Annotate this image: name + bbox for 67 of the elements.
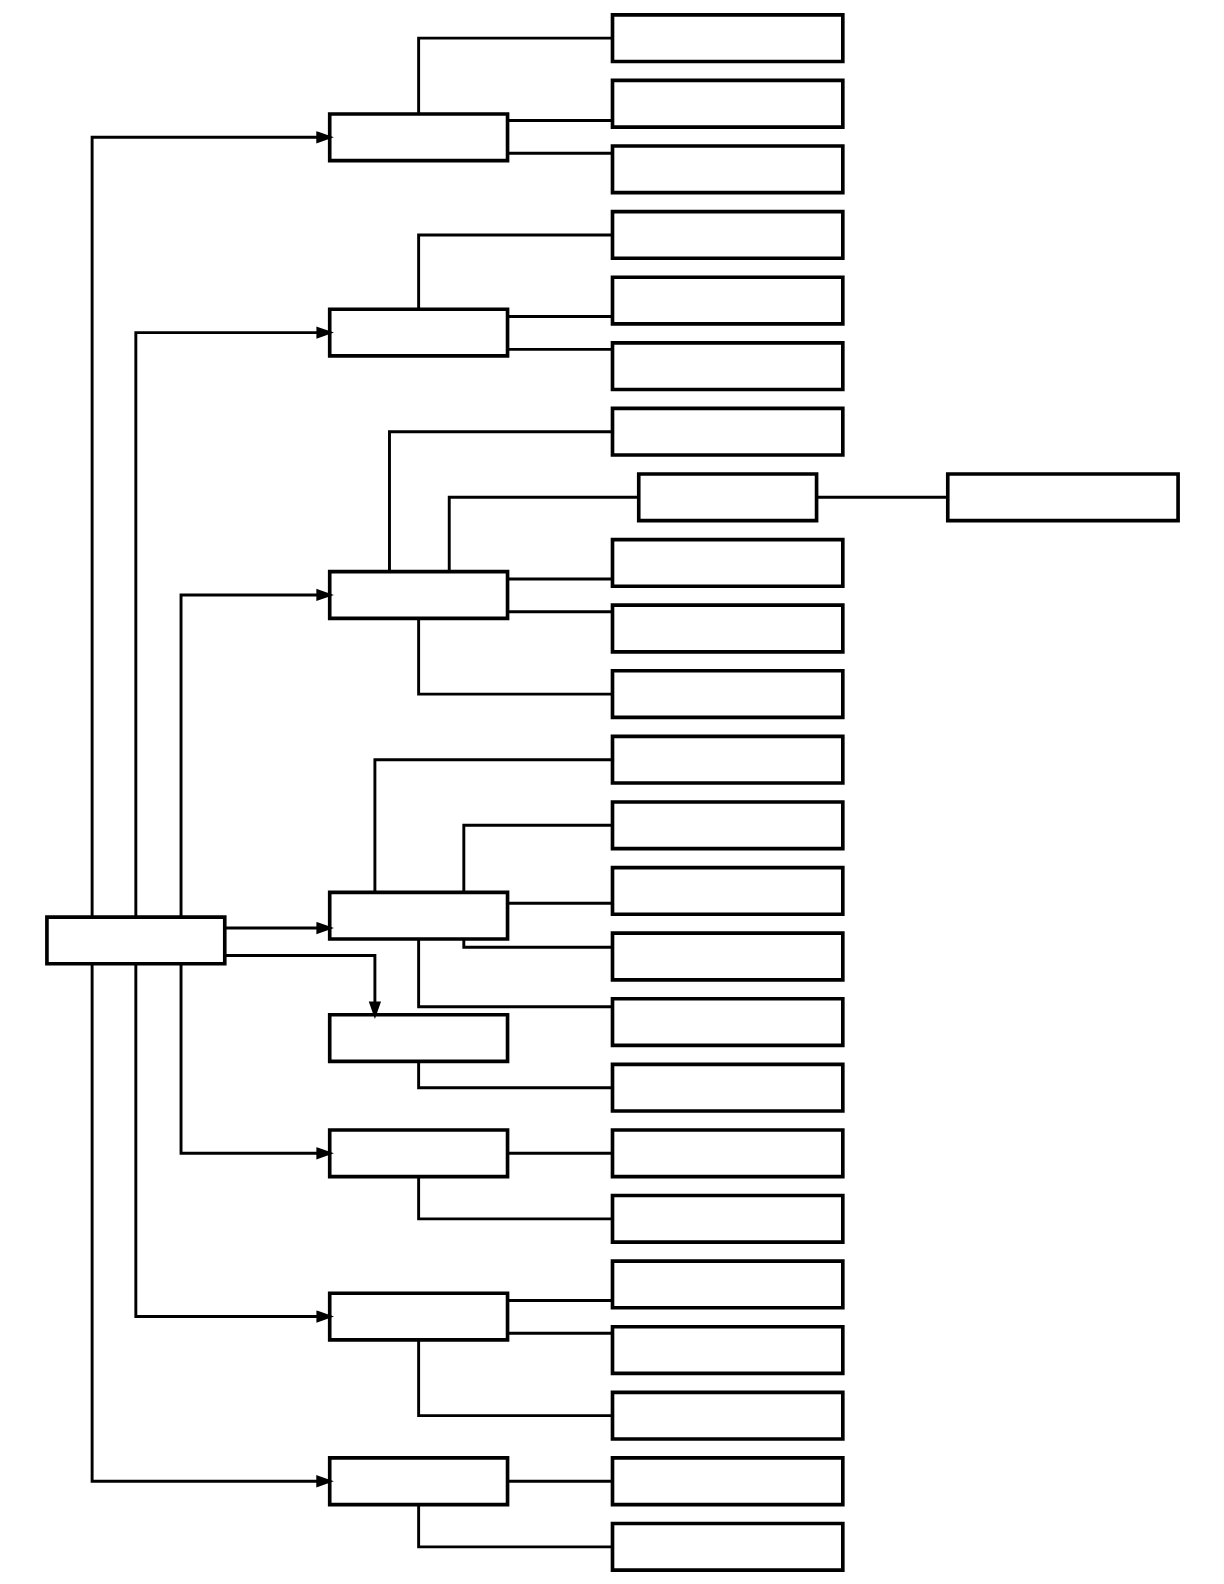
arrow [133, 325, 334, 917]
connector [387, 429, 612, 572]
connector [507, 1298, 612, 1302]
node-box [610, 668, 845, 719]
node-box [610, 996, 845, 1047]
node-box [327, 111, 509, 162]
arrow [179, 588, 334, 917]
node-box [945, 471, 1180, 522]
arrow [90, 130, 334, 917]
node-box [327, 1127, 509, 1178]
arrow [90, 963, 334, 1487]
connector [447, 495, 638, 571]
connector [507, 1151, 612, 1155]
connector [416, 1176, 612, 1220]
node-box [610, 1062, 845, 1113]
connector [416, 618, 612, 696]
connector [416, 1061, 612, 1089]
node-box [610, 1193, 845, 1244]
connector [507, 1479, 612, 1483]
node-box [327, 569, 509, 620]
node-box [610, 1390, 845, 1441]
connector [461, 938, 612, 949]
arrow [224, 953, 381, 1019]
connector [507, 151, 612, 155]
connector [372, 757, 612, 892]
node-box [327, 890, 509, 941]
node-box [610, 143, 845, 194]
node-box [327, 306, 509, 358]
node-box [610, 1521, 845, 1572]
connector [416, 233, 612, 309]
connector [507, 901, 612, 905]
node-box [610, 340, 845, 391]
node-box [327, 1012, 509, 1063]
node-box [610, 865, 845, 916]
connector [507, 1331, 612, 1335]
node-box [610, 930, 845, 982]
node-box [610, 1324, 845, 1375]
node-box [636, 471, 818, 522]
connector [416, 938, 612, 1008]
node-box [610, 12, 845, 63]
connector [816, 495, 948, 499]
node-box [327, 1455, 509, 1506]
connector [507, 347, 612, 351]
connector [507, 118, 612, 122]
node-box [610, 78, 845, 129]
connector [461, 823, 612, 892]
node-box [610, 406, 845, 457]
connector [416, 36, 612, 114]
node-box [610, 537, 845, 588]
node-box [44, 914, 227, 966]
connector [416, 1339, 612, 1417]
node-box [610, 1258, 845, 1310]
arrow [133, 963, 334, 1323]
connector [507, 609, 612, 613]
node-box [610, 1455, 845, 1506]
node-box [610, 1127, 845, 1178]
node-box [610, 602, 845, 654]
node-box [610, 734, 845, 785]
arrow [224, 921, 334, 934]
connector [416, 1504, 612, 1548]
node-box [610, 209, 845, 260]
node-box [610, 274, 845, 326]
connector [507, 314, 612, 318]
arrow [179, 963, 334, 1159]
node-box [610, 799, 845, 850]
connector [507, 577, 612, 580]
node-box [327, 1290, 509, 1342]
